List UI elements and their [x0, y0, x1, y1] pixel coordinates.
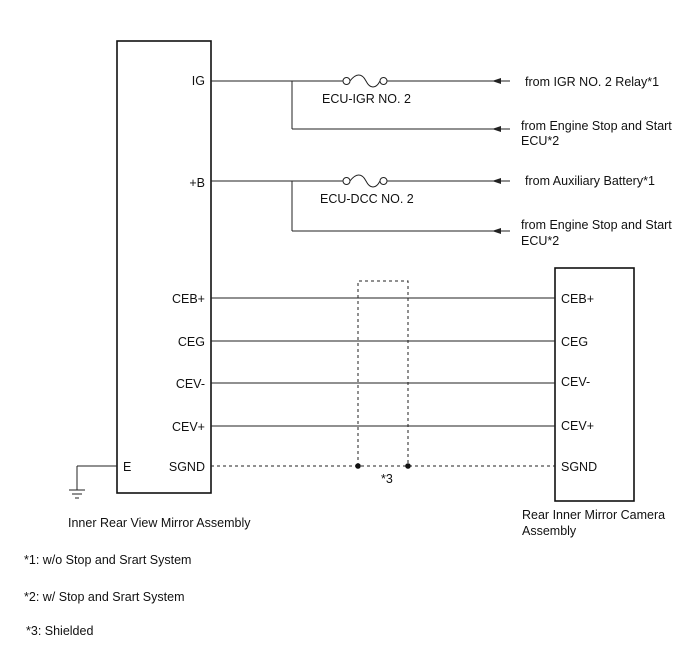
source-auxiliary-battery-label: from Auxiliary Battery*1: [525, 174, 655, 188]
source-engine-stop-start-2-line1: from Engine Stop and Start: [521, 218, 672, 232]
source-igr-relay-label: from IGR NO. 2 Relay*1: [525, 75, 659, 89]
ig-circuit: [211, 74, 510, 132]
pin-ig-label: IG: [192, 74, 205, 88]
b-plus-circuit: [211, 174, 510, 234]
pin-e-label: E: [123, 460, 131, 474]
fuse-ecu-dcc-label: ECU-DCC NO. 2: [320, 192, 414, 206]
pin-sgnd-label: SGND: [169, 460, 205, 474]
source-engine-stop-start-1-line2: ECU*2: [521, 134, 559, 148]
pin-cev-minus-label: CEV-: [176, 377, 205, 391]
note-2: *2: w/ Stop and Srart System: [24, 590, 185, 604]
shield-label: *3: [381, 472, 393, 486]
note-3: *3: Shielded: [26, 624, 93, 638]
camera-pin-sgnd-label: SGND: [561, 460, 597, 474]
pin-ceb-plus-label: CEB+: [172, 292, 205, 306]
note-1: *1: w/o Stop and Srart System: [24, 553, 191, 567]
ground-icon: [69, 465, 117, 499]
camera-pin-ceb-plus-label: CEB+: [561, 292, 594, 306]
camera-pin-ceg-label: CEG: [561, 335, 588, 349]
pin-cev-plus-label: CEV+: [172, 420, 205, 434]
right-component-name-line2: Assembly: [522, 524, 577, 538]
fuse-ecu-dcc-icon: [349, 174, 381, 188]
fuse-ecu-igr-label: ECU-IGR NO. 2: [322, 92, 411, 106]
rear-inner-mirror-camera-box: [554, 267, 635, 502]
camera-pin-cev-plus-label: CEV+: [561, 419, 594, 433]
shield: [355, 280, 411, 469]
fuse-ecu-igr-icon: [349, 74, 381, 88]
camera-pin-cev-minus-label: CEV-: [561, 375, 590, 389]
source-engine-stop-start-2-line2: ECU*2: [521, 234, 559, 248]
left-component-name: Inner Rear View Mirror Assembly: [68, 516, 251, 530]
right-component-name-line1: Rear Inner Mirror Camera: [522, 508, 665, 522]
pin-ceg-label: CEG: [178, 335, 205, 349]
source-engine-stop-start-1-line1: from Engine Stop and Start: [521, 119, 672, 133]
pin-b-label: +B: [189, 176, 205, 190]
inner-rear-view-mirror-box: [116, 40, 212, 494]
